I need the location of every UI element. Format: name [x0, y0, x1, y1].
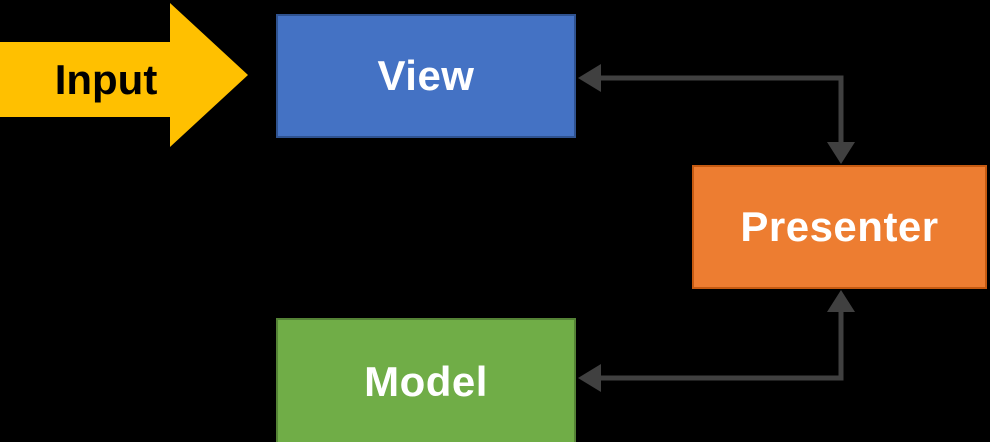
node-presenter: Presenter: [692, 165, 987, 289]
connector-view-presenter: [578, 64, 855, 164]
node-view-label: View: [377, 52, 475, 99]
arrowhead-into-view-icon: [578, 64, 601, 92]
input-arrow-label: Input: [54, 55, 158, 103]
connector-view-presenter-line: [599, 75, 844, 144]
node-model-label: Model: [364, 358, 488, 405]
node-presenter-label: Presenter: [740, 203, 939, 250]
arrowhead-into-presenter-top-icon: [827, 142, 855, 164]
connector-model-presenter: [578, 290, 855, 392]
arrowhead-into-model-icon: [578, 364, 601, 392]
node-model: Model: [276, 318, 576, 442]
input-arrow-shape: [0, 3, 248, 147]
arrowhead-into-presenter-bottom-icon: [827, 290, 855, 312]
connector-model-presenter-line: [599, 312, 844, 381]
node-view: View: [276, 14, 576, 138]
